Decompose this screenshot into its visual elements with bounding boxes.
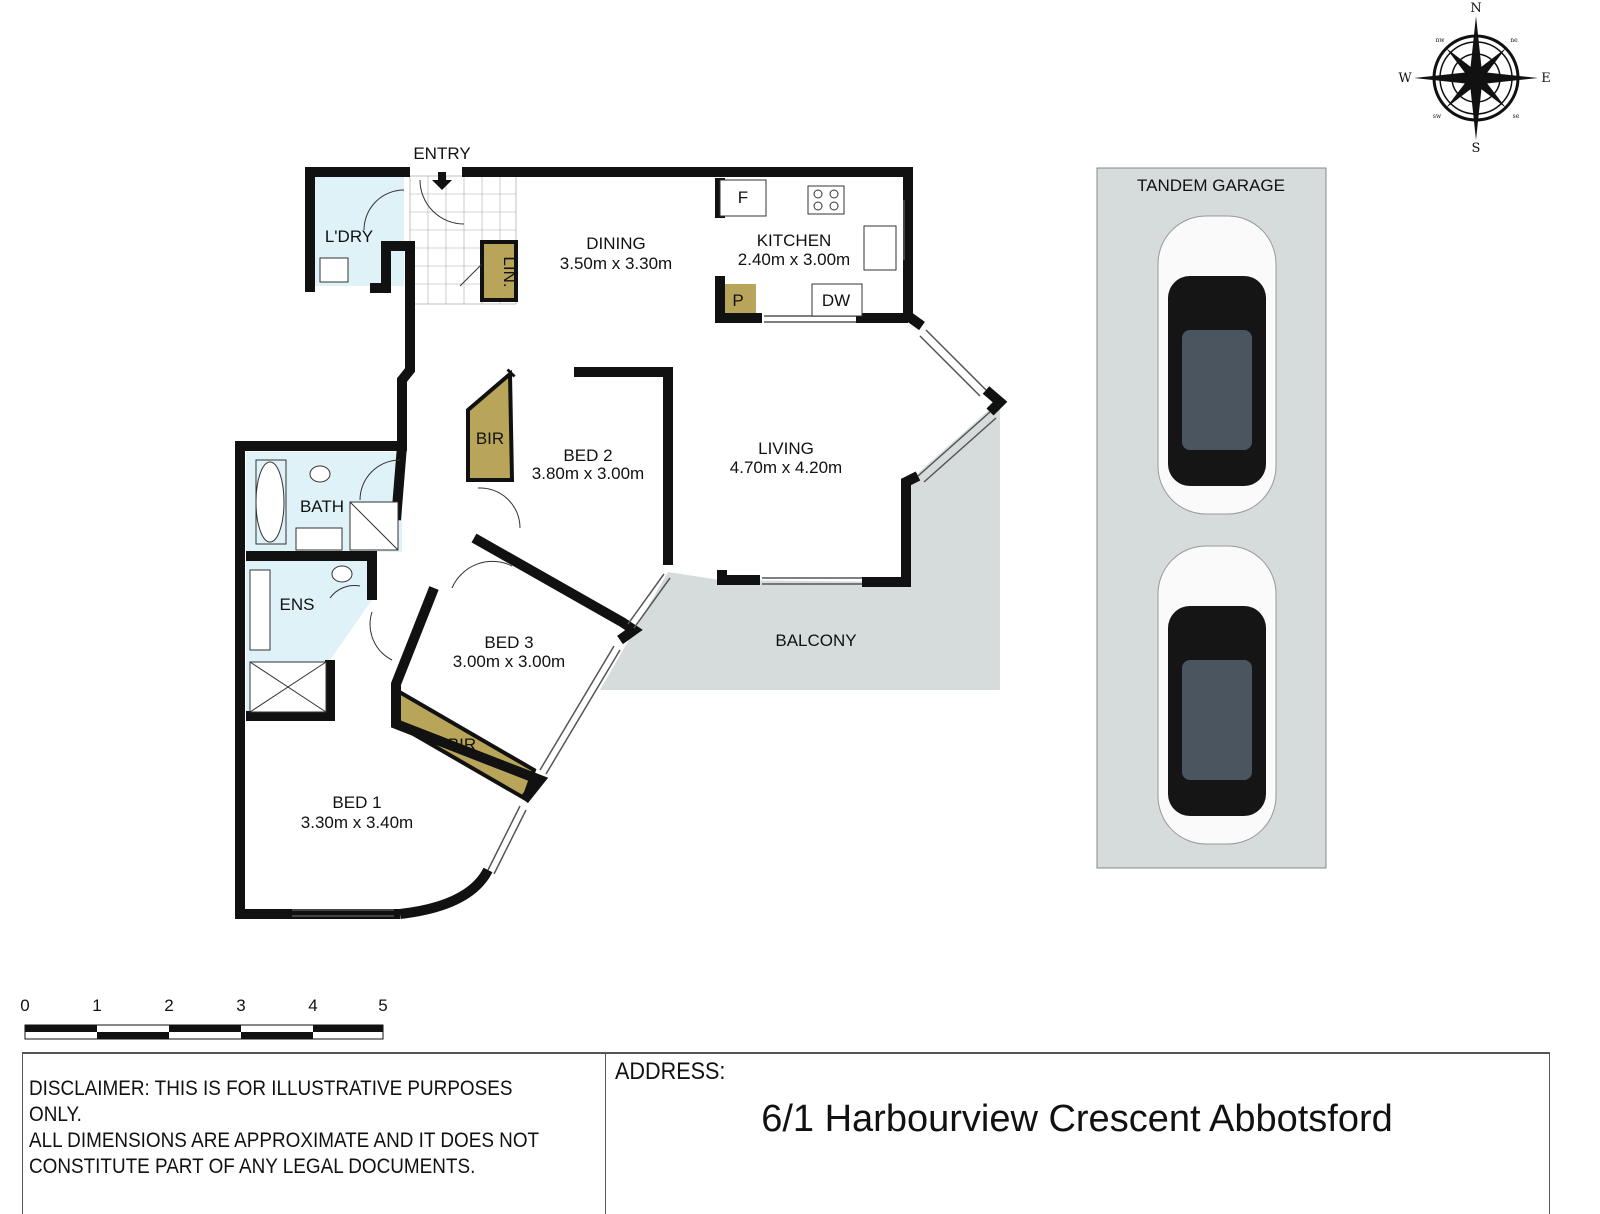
bir-bed2-label: BIR: [476, 429, 504, 448]
windows: [292, 200, 997, 917]
ensuite-label: ENS: [280, 595, 315, 614]
car-icon: [1157, 215, 1277, 515]
balcony-area: [600, 400, 1000, 690]
compass-rose-icon: N S W E nw ne sw se: [1398, 1, 1550, 156]
fixtures: [249, 179, 897, 713]
scale-tick: 3: [236, 996, 245, 1015]
address-label: ADDRESS:: [615, 1058, 726, 1085]
disclaimer-line: CONSTITUTE PART OF ANY LEGAL DOCUMENTS.: [29, 1155, 476, 1178]
compass-s: S: [1472, 141, 1481, 156]
cooktop-icon: [807, 185, 845, 215]
bed2-name: BED 2: [563, 446, 612, 465]
bed2-dims: 3.80m x 3.00m: [532, 464, 644, 483]
curved-wall: [399, 867, 493, 919]
bed1-name: BED 1: [332, 793, 381, 812]
basin-icon: [295, 527, 343, 551]
fridge-label: F: [738, 188, 748, 207]
dishwasher-label: DW: [822, 291, 850, 310]
laundry-tub-icon: [319, 257, 349, 283]
compass-sw: sw: [1433, 113, 1442, 120]
scale-bar: 0 1 2 3 4 5: [20, 996, 388, 1040]
scale-tick: 1: [92, 996, 101, 1015]
toilet-icon: [309, 465, 331, 483]
pantry-label: P: [732, 291, 743, 310]
dining-name: DINING: [586, 234, 646, 253]
compass-n: N: [1470, 1, 1481, 16]
disclaimer: DISCLAIMER: THIS IS FOR ILLUSTRATIVE PUR…: [29, 1076, 547, 1180]
balcony-label: BALCONY: [775, 631, 856, 650]
scale-tick: 4: [308, 996, 317, 1015]
garage-title: TANDEM GARAGE: [1137, 176, 1285, 195]
info-panel: DISCLAIMER: THIS IS FOR ILLUSTRATIVE PUR…: [22, 1052, 1550, 1214]
living-name: LIVING: [758, 439, 814, 458]
compass-w: W: [1398, 71, 1412, 86]
compass-e: E: [1541, 71, 1551, 86]
kitchen-dims: 2.40m x 3.00m: [738, 250, 850, 269]
linen-cupboard: [480, 240, 518, 302]
walls: [235, 167, 1008, 919]
compass-nw: nw: [1436, 37, 1446, 44]
kitchen-name: KITCHEN: [757, 231, 832, 250]
bath-label: BATH: [300, 497, 344, 516]
compass-ne: ne: [1510, 37, 1518, 44]
sink-icon: [863, 225, 897, 271]
bed3-dims: 3.00m x 3.00m: [453, 652, 565, 671]
bir-bed2: [466, 369, 515, 482]
car-icon: [1157, 545, 1277, 845]
panel-divider: [605, 1054, 606, 1214]
entry-arrow-icon: [432, 172, 452, 190]
door-swings: [329, 179, 521, 661]
linen-label: LIN.: [500, 256, 519, 287]
scale-tick: 0: [20, 996, 29, 1015]
disclaimer-line: DISCLAIMER: THIS IS FOR ILLUSTRATIVE PUR…: [29, 1077, 513, 1126]
dining-dims: 3.50m x 3.30m: [560, 254, 672, 273]
pantry: [720, 284, 756, 318]
bed3-name: BED 3: [484, 633, 533, 652]
entry-label: ENTRY: [413, 144, 470, 163]
scale-tick: 5: [378, 996, 387, 1015]
scale-tick: 2: [164, 996, 173, 1015]
compass-se: se: [1513, 113, 1520, 120]
bir-bed3-label: BIR: [448, 735, 476, 754]
laundry-label: L'DRY: [325, 227, 373, 246]
living-dims: 4.70m x 4.20m: [730, 458, 842, 477]
bathtub-icon: [255, 461, 285, 543]
disclaimer-line: ALL DIMENSIONS ARE APPROXIMATE AND IT DO…: [29, 1129, 540, 1152]
bed1-dims: 3.30m x 3.40m: [301, 813, 413, 832]
address-value: 6/1 Harbourview Crescent Abbotsford: [761, 1098, 1393, 1140]
